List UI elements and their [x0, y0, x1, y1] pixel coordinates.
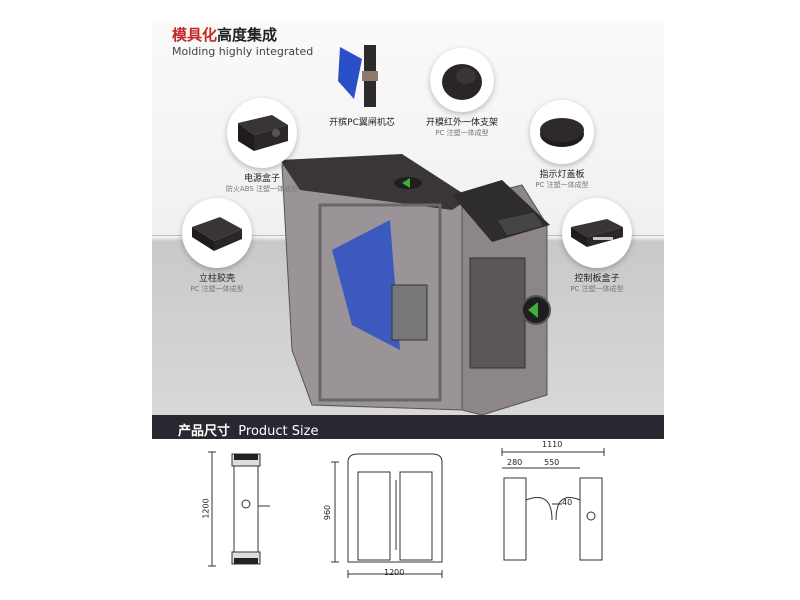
part-indicator-cover-name: 指示灯盖板	[539, 170, 585, 180]
part-wing-core-name: 开槟PC翼闸机芯	[329, 118, 395, 128]
dim-front-width: 1200	[384, 568, 405, 577]
wing-core-icon	[338, 45, 378, 107]
part-wing-core: 开槟PC翼闸机芯	[312, 40, 412, 128]
card-reader	[496, 211, 545, 237]
hero-title: 模具化高度集成	[172, 24, 277, 45]
left-cabinet-frame	[318, 203, 442, 402]
dim-side-height: 1200	[201, 498, 211, 519]
part-power-box-name: 电源盒子	[243, 174, 280, 184]
dimension-drawings: 1200 960 1200 1110 280 550 40	[152, 440, 664, 588]
power-box-icon	[238, 115, 288, 151]
section-title-cn: 产品尺寸	[178, 424, 231, 439]
mechanism-block	[391, 284, 428, 341]
dim-top-mid: 550	[544, 458, 560, 467]
section-title-en: Product Size	[238, 424, 319, 439]
part-pillar-shell-name: 立柱胶壳	[198, 274, 235, 284]
dim-top-total: 1110	[542, 440, 563, 449]
part-power-box: 电源盒子 防火ABS 注塑一体成型	[207, 98, 317, 194]
part-infrared-bracket-name: 开模红外一体支架	[425, 118, 498, 128]
mechanism-plate	[469, 257, 526, 369]
part-infrared-bracket-note: PC 注塑一体成型	[435, 129, 489, 137]
product-sheet: 模具化高度集成 Molding highly integrated	[152, 20, 664, 588]
dim-top-left: 280	[507, 458, 523, 467]
turnstile-illustration	[280, 154, 551, 415]
top-indicator-arrow	[402, 178, 410, 188]
section-band	[152, 415, 664, 439]
part-control-box: 控制板盒子 PC 注塑一体成型	[542, 198, 652, 294]
part-power-box-note: 防火ABS 注塑一体成型	[225, 185, 299, 193]
hero-title-rest: 高度集成	[217, 26, 278, 44]
hero-title-highlight: 模具化	[172, 26, 218, 44]
side-view-bar-bottom	[234, 558, 258, 564]
pillar-shell-icon	[192, 217, 242, 251]
infrared-bracket-icon	[442, 64, 482, 100]
dim-top-gap: 40	[562, 498, 573, 507]
part-pillar-shell: 立柱胶壳 PC 注塑一体成型	[162, 198, 272, 294]
part-indicator-cover-note: PC 注塑一体成型	[535, 181, 589, 189]
dim-front-height: 960	[323, 504, 333, 521]
left-cabinet-top	[280, 154, 470, 210]
side-indicator-arrow	[528, 302, 538, 318]
part-control-box-note: PC 注塑一体成型	[570, 285, 624, 293]
section-title: 产品尺寸 Product Size	[178, 420, 318, 439]
part-indicator-cover: 指示灯盖板 PC 注塑一体成型	[507, 100, 617, 190]
blue-wing	[332, 220, 400, 350]
side-view-drawing	[208, 448, 605, 578]
part-control-box-name: 控制板盒子	[574, 274, 620, 284]
indicator-cover-icon	[540, 118, 584, 147]
hero-section: 模具化高度集成 Molding highly integrated	[152, 20, 664, 415]
hero-subtitle: Molding highly integrated	[172, 45, 314, 58]
part-pillar-shell-note: PC 注塑一体成型	[190, 285, 244, 293]
control-box-icon	[571, 219, 623, 247]
side-view-bar-top	[234, 454, 258, 460]
part-infrared-bracket: 开模红外一体支架 PC 注塑一体成型	[407, 48, 517, 138]
